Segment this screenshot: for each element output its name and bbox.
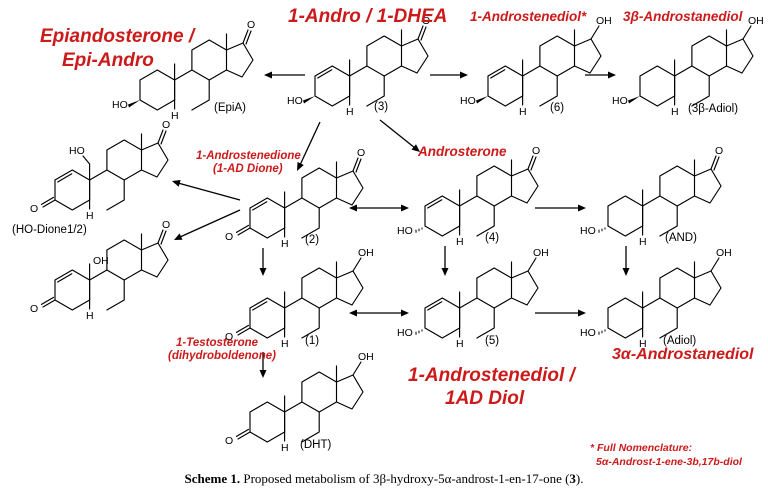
dht-oh: OH [358,351,374,363]
title-3b-androstanediol: 3β-Androstanediol [623,9,743,24]
caption-label: Scheme 1. [184,471,241,486]
label-dht: (DHT) [300,439,331,451]
hodione1-ho: HO [69,145,85,157]
structure-and: HO O H [580,145,723,248]
structure-2: O O H [225,147,365,250]
c2-o3: O [225,231,233,243]
dht-o3: O [225,435,233,447]
adiol-h: H [639,338,647,350]
c4-h: H [456,236,464,248]
c4-o: O [532,145,540,157]
c3-ho: HO [287,95,303,107]
and-h: H [639,236,647,248]
title-1-androstenedione: 1-Androstenedione [196,150,301,162]
hodione2-o17: O [162,219,170,231]
footnote-line-2: 5α-Androst-1-ene-3b,17b-diol [596,456,743,468]
caption-end: ). [575,471,584,486]
footnote-line-1: * Full Nomenclature: [590,442,692,454]
c2-h: H [281,238,289,250]
structure-5: HO OH H [397,247,549,350]
c2-o17: O [357,147,365,159]
label-ho-dione: (HO-Dione1/2) [12,224,87,236]
label-and: (AND) [665,232,697,244]
adiol3b-oh: OH [748,15,764,27]
title-1-ad-dione: (1-AD Dione) [213,163,283,175]
structure-3b-adiol: HO OH H [612,15,764,118]
c6-ho: HO [460,95,476,107]
scheme-caption: Scheme 1. Proposed metabolism of 3β-hydr… [0,471,768,487]
hodione2-h: H [86,310,94,322]
c5-h: H [456,338,464,350]
structure-ho-dione-2: O O OH H [30,219,170,322]
hodione1-o17: O [162,119,170,131]
title-3a-androstanediol: 3α-Androstanediol [612,346,754,363]
reaction-arrows [172,71,630,378]
label-3: (3) [374,101,388,113]
adiol3b-h: H [671,106,679,118]
hodione1-h: H [86,210,94,222]
title-epi-andro: Epi-Andro [62,50,154,71]
label-5: (5) [485,335,499,347]
hodione2-oh: OH [93,255,109,267]
title-androsterone: Androsterone [417,144,507,159]
label-1: (1) [305,335,319,347]
c6-oh: OH [596,15,612,27]
c4-ho: HO [397,225,413,237]
title-dihydroboldenone: (dihydroboldenone) [168,350,276,362]
structure-epia: HO O H [112,19,255,122]
label-4: (4) [485,232,499,244]
title-1-androstenediol-top: 1-Androstenediol* [470,9,587,24]
structure-4: HO O H [397,145,540,248]
title-1ad-diol: 1AD Diol [445,388,525,409]
label-adiol: (Adiol) [663,335,696,347]
caption-text: Proposed metabolism of 3β-hydroxy-5α-and… [243,471,570,486]
structure-dht: O OH H [225,351,374,454]
c5-ho: HO [397,327,413,339]
hodione2-o3: O [30,303,38,315]
hodione1-o3: O [30,203,38,215]
c3-o: O [422,15,430,27]
structure-ho-dione-1: O O HO H [30,119,170,222]
structure-adiol: HO OH H [580,247,732,350]
c1-oh: OH [358,247,374,259]
label-epia: (EpiA) [214,102,246,114]
and-o: O [715,145,723,157]
structure-3: HO O H [287,15,430,118]
c5-oh: OH [533,247,549,259]
epia-o: O [247,19,255,31]
epia-h: H [171,110,179,122]
title-1-testosterone: 1-Testosterone [176,337,259,349]
adiol-oh: OH [716,247,732,259]
structure-1: O OH H [225,247,374,350]
adiol-ho: HO [580,327,596,339]
caption-number: 3 [569,471,576,486]
structure-6: HO OH H [460,15,612,118]
title-1-andro: 1-Andro / 1-DHEA [288,6,447,27]
adiol3b-ho: HO [612,95,628,107]
label-3b-adiol: (3β-Adiol) [688,103,738,115]
c1-o3: O [225,331,233,343]
title-1-androstenediol: 1-Androstenediol / [408,365,577,386]
and-ho: HO [580,225,596,237]
c6-h: H [519,106,527,118]
title-epiandosterone: Epiandosterone / [40,26,196,47]
c3-h: H [346,106,354,118]
dht-h: H [281,442,289,454]
label-2: (2) [305,234,319,246]
label-6: (6) [550,102,564,114]
c1-h: H [281,338,289,350]
epia-ho: HO [112,99,128,111]
